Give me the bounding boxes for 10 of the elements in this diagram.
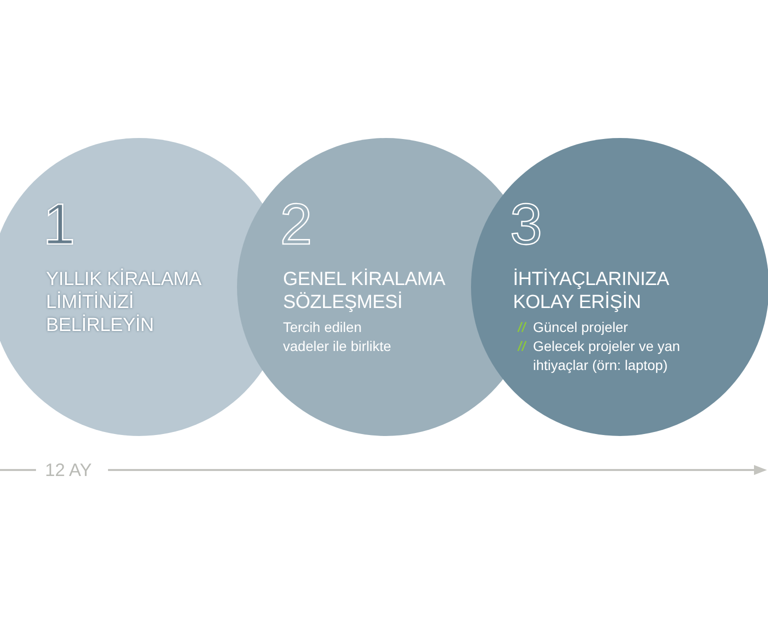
- step-heading: İHTİYAÇLARINIZA KOLAY ERİŞİN: [513, 268, 670, 314]
- step-number: 1: [43, 196, 76, 254]
- step-number: 3: [510, 196, 542, 254]
- step-description: Tercih edilen vadeler ile birlikte: [283, 318, 392, 356]
- duration-label: 12 AY: [45, 459, 92, 481]
- step-heading: YILLIK KİRALAMA LİMİTİNİZİ BELİRLEYİN: [46, 268, 202, 337]
- bullet-text: Güncel projeler: [533, 318, 628, 337]
- step-heading: GENEL KİRALAMA SÖZLEŞMESİ: [283, 268, 446, 314]
- bullet-text: Gelecek projeler ve yan ihtiyaçlar (örn: laptop): [533, 337, 682, 375]
- step-number: 2: [280, 196, 312, 254]
